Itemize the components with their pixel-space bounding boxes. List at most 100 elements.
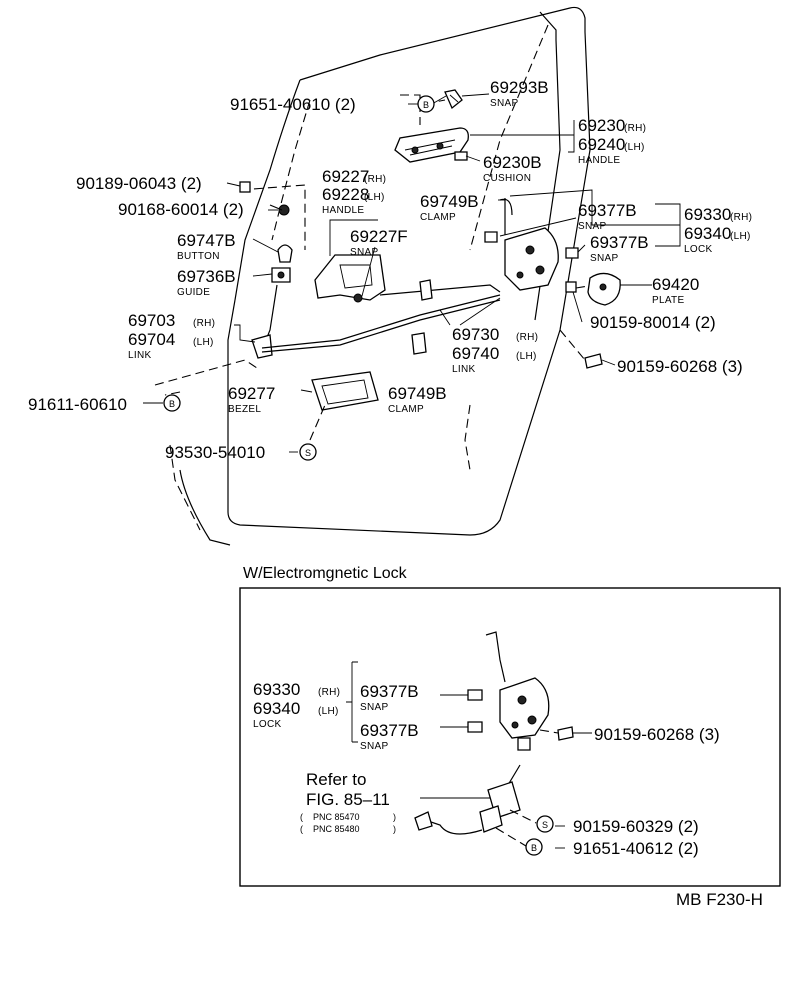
label-69240: 69240 — [578, 135, 625, 154]
inset-snap-lower — [467, 721, 483, 733]
label-90159-80014: 90159-80014 (2) — [590, 313, 716, 332]
marker-b-text: B — [531, 843, 537, 853]
label-rh-2: (RH) — [364, 174, 386, 185]
inset-label-69377b-1: 69377B — [360, 682, 419, 701]
snap-69377b-lower — [565, 247, 579, 259]
leader-lines — [143, 93, 681, 453]
inset-lock-assembly — [485, 631, 550, 751]
clamp-upper — [419, 279, 433, 301]
inset-leader-lines — [346, 661, 592, 849]
upper-clamp-rod — [499, 198, 513, 216]
lock-button — [277, 244, 293, 263]
inset-paren-left-1: ( — [300, 812, 303, 822]
inset-fig-ref: FIG. 85–11 — [306, 790, 390, 809]
label-69740: 69740 — [452, 344, 499, 363]
inset-paren-right-1: ) — [393, 812, 396, 822]
inset-label-69377b-2: 69377B — [360, 721, 419, 740]
screw-90159-60268 — [559, 329, 603, 369]
label-lh-3: (LH) — [730, 231, 751, 242]
clamp-lower — [411, 332, 427, 355]
marker-b-text: B — [423, 100, 429, 110]
label-lh-5: (LH) — [516, 351, 537, 362]
inset-label-69340: 69340 — [253, 699, 300, 718]
label-clamp-upper: CLAMP — [420, 212, 456, 223]
label-guide: GUIDE — [177, 287, 210, 298]
label-90168: 90168-60014 (2) — [118, 200, 244, 219]
inset-label-lh: (LH) — [318, 706, 339, 717]
label-91651-40610: 91651-40610 (2) — [230, 95, 356, 114]
label-snap-2: SNAP — [578, 221, 606, 232]
label-69749b-lower: 69749B — [388, 384, 447, 403]
snap-69377b-upper — [484, 231, 498, 243]
inset-label-91651-40612: 91651-40612 (2) — [573, 839, 699, 858]
label-lock-1: LOCK — [684, 244, 712, 255]
inset-paren-right-2: ) — [393, 824, 396, 834]
label-91611: 91611-60610 — [28, 395, 127, 414]
inset-label-90159-60268: 90159-60268 (3) — [594, 725, 720, 744]
label-clamp-lower: CLAMP — [388, 404, 424, 415]
long-link-rods — [261, 284, 501, 353]
cushion-69230b — [454, 151, 468, 161]
striker-plate — [587, 272, 621, 306]
label-69277: 69277 — [228, 384, 275, 403]
inset-paren-left-2: ( — [300, 824, 303, 834]
inset-label-69330: 69330 — [253, 680, 300, 699]
label-90159-60268: 90159-60268 (3) — [617, 357, 743, 376]
inset-label-snap-1: SNAP — [360, 702, 388, 713]
label-69227: 69227 — [322, 167, 369, 186]
inset-title: W/Electromgnetic Lock — [243, 565, 408, 582]
label-lh-2: (LH) — [364, 192, 385, 203]
marker-s-text: S — [542, 820, 548, 830]
screw-90159-80014 — [565, 281, 589, 293]
label-lh-4: (LH) — [193, 337, 214, 348]
label-69227f: 69227F — [350, 227, 408, 246]
label-69230: 69230 — [578, 116, 625, 135]
label-link-2: LINK — [452, 364, 475, 375]
inset-solenoid — [414, 764, 521, 835]
lock-link-rod — [251, 284, 278, 359]
label-69340: 69340 — [684, 224, 731, 243]
inset-snap-upper — [467, 689, 483, 701]
inset-label-90159-60329: 90159-60329 (2) — [573, 817, 699, 836]
label-69420: 69420 — [652, 275, 699, 294]
label-69230b: 69230B — [483, 153, 542, 172]
label-69330: 69330 — [684, 205, 731, 224]
label-69747b: 69747B — [177, 231, 236, 250]
label-rh-4: (RH) — [193, 318, 215, 329]
label-90189: 90189-06043 (2) — [76, 174, 202, 193]
inset-marker-s: S — [536, 815, 554, 833]
label-69730: 69730 — [452, 325, 499, 344]
label-rh-3: (RH) — [730, 212, 752, 223]
label-snap-4: SNAP — [350, 247, 378, 258]
inset-screw-90159-60268 — [539, 726, 574, 741]
door-lock-assembly — [504, 198, 559, 291]
inset-label-rh: (RH) — [318, 687, 340, 698]
label-cushion: CUSHION — [483, 173, 531, 184]
inset-pnc-2: PNC 85480 — [313, 824, 360, 834]
inset-marker-b: B — [525, 838, 543, 856]
snap-69293b — [444, 89, 463, 110]
marker-b-text: B — [169, 399, 175, 409]
inset-label-lock: LOCK — [253, 719, 281, 730]
inset-pnc-1: PNC 85470 — [313, 812, 360, 822]
inset-frame — [239, 587, 781, 887]
label-69703: 69703 — [128, 311, 175, 330]
button-guide — [271, 267, 291, 283]
inside-handle — [314, 254, 386, 303]
inset-label-snap-2: SNAP — [360, 741, 388, 752]
door-outline — [154, 6, 591, 546]
label-69228: 69228 — [322, 185, 369, 204]
marker-s-1: S — [299, 443, 317, 461]
label-rh-5: (RH) — [516, 332, 538, 343]
label-69704: 69704 — [128, 330, 175, 349]
screw-90168 — [269, 204, 290, 216]
label-link-1: LINK — [128, 350, 151, 361]
marker-s-text: S — [305, 448, 311, 458]
label-lh-1: (LH) — [624, 142, 645, 153]
label-rh-1: (RH) — [624, 123, 646, 134]
bezel — [311, 371, 379, 411]
figure-code: MB F230-H — [676, 890, 763, 909]
label-69377b-1: 69377B — [578, 201, 637, 220]
label-snap-3: SNAP — [590, 253, 618, 264]
